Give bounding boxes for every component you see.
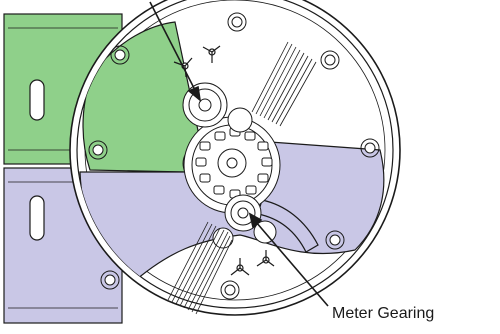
meter-gearing-label: Meter Gearing [332,305,435,322]
upper-vane-hatching [251,41,317,127]
central-rotor [183,116,281,214]
lower-vane-hatching [167,221,233,315]
meter-gearing-callout-arrow [248,212,329,307]
bolt-holes [88,12,380,300]
lower-impeller-spokes [230,250,275,276]
upper-gear-callout-arrow [149,1,202,102]
meter-arc-chamber [257,199,319,253]
